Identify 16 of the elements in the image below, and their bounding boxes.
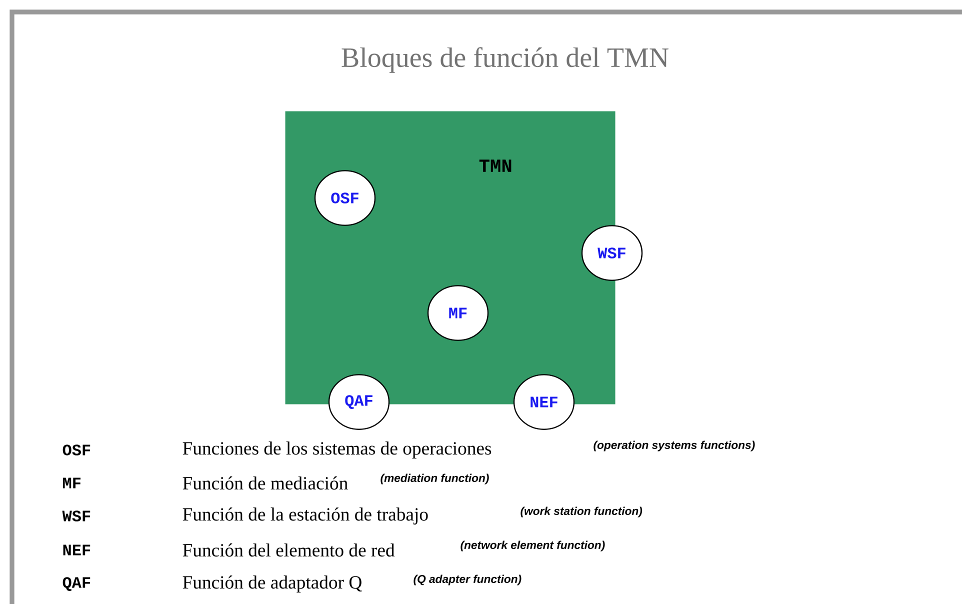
english-term: (operation systems functions): [594, 440, 755, 452]
abbreviation: QAF: [62, 577, 90, 591]
title: Bloques de función del TMN: [342, 47, 668, 73]
abbreviation: OSF: [62, 444, 90, 456]
description: Funciones de los sistemas de operaciones: [182, 442, 492, 458]
english-term: (work station function): [520, 506, 642, 518]
abbreviation: MF: [63, 478, 80, 488]
description: Función de mediación: [182, 476, 348, 490]
english-term: (mediation function): [380, 474, 489, 484]
english-term: (Q adapter function): [414, 574, 522, 586]
abbreviation: NEF: [63, 544, 90, 556]
description: Función del elemento de red: [182, 543, 395, 557]
english-term: (network element function): [460, 540, 605, 552]
abbreviation: WSF: [62, 510, 90, 522]
description: Función de adaptador Q: [182, 576, 362, 592]
description: Función de la estación de trabajo: [182, 508, 428, 524]
